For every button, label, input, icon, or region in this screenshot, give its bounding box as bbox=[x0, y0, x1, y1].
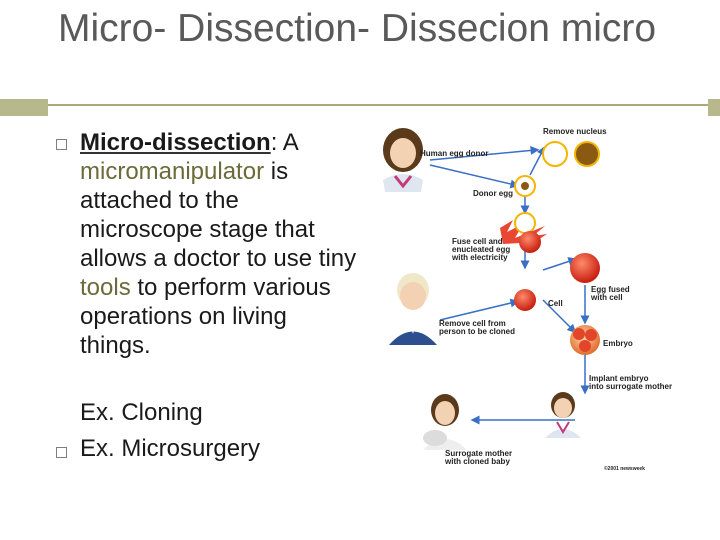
surrogate-mother-icon bbox=[423, 394, 467, 450]
label-fuse-line3: with electricity bbox=[451, 253, 508, 262]
surrogate-mother-right-icon bbox=[545, 392, 581, 438]
definition-connector: : A bbox=[270, 129, 298, 156]
label-surrogate-line2: with cloned baby bbox=[444, 457, 510, 466]
label-implant-line1: Implant embryo bbox=[589, 374, 649, 383]
cloning-diagram: Remove nucleus Human egg donor Donor egg… bbox=[383, 127, 672, 472]
highlight-micromanipulator: micromanipulator bbox=[80, 158, 265, 185]
cell-icon bbox=[514, 289, 536, 311]
label-cell: Cell bbox=[548, 299, 563, 308]
embryo-icon bbox=[570, 325, 600, 355]
highlight-tools: tools bbox=[80, 274, 131, 301]
term-micro-dissection: Micro-dissection bbox=[80, 129, 271, 156]
definition-end: to perform various operations on living … bbox=[80, 274, 331, 359]
diagram-credit: ©2001 newsweek bbox=[604, 465, 645, 472]
label-embryo: Embryo bbox=[603, 339, 633, 348]
label-remove-cell-line2: person to be cloned bbox=[439, 327, 515, 336]
title-rule-line bbox=[48, 104, 708, 106]
example-cloning: Ex. Cloning bbox=[80, 399, 203, 426]
label-donor-egg: Donor egg bbox=[473, 189, 513, 198]
label-remove-nucleus: Remove nucleus bbox=[543, 127, 607, 136]
bullet-definition: Micro-dissection: A micromanipulator is … bbox=[80, 128, 360, 360]
title-rule-right-block bbox=[708, 99, 720, 116]
empty-egg-icon bbox=[514, 212, 536, 234]
label-remove-cell-line1: Remove cell from bbox=[439, 319, 506, 328]
label-fuse-line2: enucleated egg bbox=[452, 245, 510, 254]
egg-donor-woman-icon bbox=[383, 128, 423, 192]
fused-egg-icon bbox=[570, 253, 600, 283]
bullet-marker bbox=[56, 139, 67, 150]
label-human-egg-donor: Human egg donor bbox=[420, 149, 488, 158]
label-egg-fused-line2: with cell bbox=[590, 293, 623, 302]
label-surrogate-line1: Surrogate mother bbox=[445, 449, 512, 458]
donor-egg-nucleus-icon bbox=[521, 182, 529, 190]
person-to-be-cloned-icon bbox=[389, 273, 437, 345]
removed-nucleus-icon bbox=[574, 141, 600, 167]
title-rule-left-block bbox=[0, 99, 48, 116]
label-implant-line2: into surrogate mother bbox=[589, 382, 672, 391]
example-microsurgery: Ex. Microsurgery bbox=[80, 435, 261, 462]
slide-title: Micro- Dissection- Dissecion micro bbox=[58, 7, 657, 50]
bullet-marker bbox=[56, 447, 67, 458]
fuse-cell-icon bbox=[519, 231, 541, 253]
definition-middle: is attached to the microscope stage that… bbox=[80, 158, 357, 272]
label-fuse-line1: Fuse cell and bbox=[452, 237, 503, 246]
enucleated-egg-icon bbox=[542, 141, 568, 167]
label-egg-fused-line1: Egg fused bbox=[591, 285, 630, 294]
